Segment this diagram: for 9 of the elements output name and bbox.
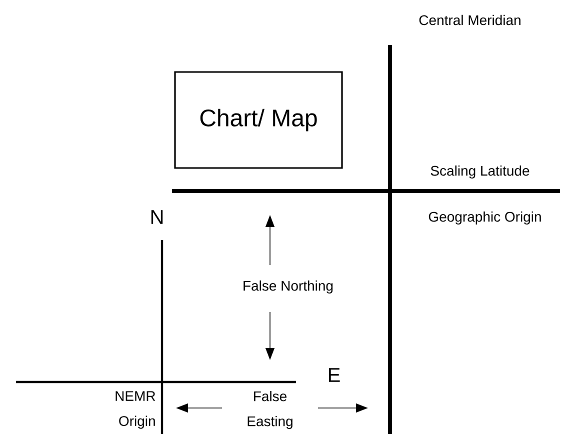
chart-box: Chart/ Map bbox=[174, 71, 343, 169]
axis-letter: E bbox=[328, 368, 340, 382]
label: Scaling Latitude bbox=[430, 165, 530, 179]
label: False Easting bbox=[248, 390, 292, 430]
label: False Northing bbox=[244, 280, 333, 294]
axis-letter: N bbox=[151, 210, 163, 224]
label: NEMR Origin bbox=[116, 391, 156, 429]
label: Central Meridian bbox=[419, 14, 520, 26]
label: Geographic Origin bbox=[428, 211, 541, 225]
